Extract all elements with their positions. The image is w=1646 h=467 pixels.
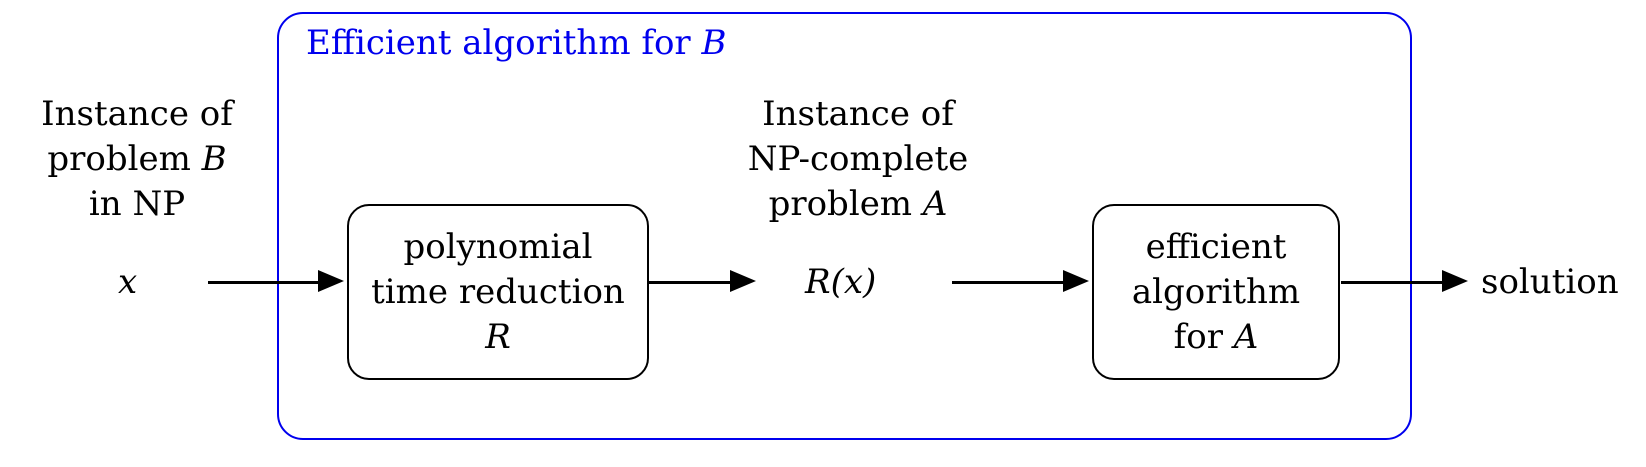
algorithm-line-1: efficient	[1145, 226, 1287, 267]
input-label-line-3: in NP	[88, 184, 186, 224]
input-label-line-2: problem B	[47, 139, 227, 179]
reduction-line-2: time reduction	[371, 271, 625, 312]
outer-box-title-math: B	[701, 23, 727, 63]
middle-label-line-3: problem A	[768, 184, 948, 224]
reduction-line-1: polynomial	[403, 226, 593, 267]
middle-label-line-2: NP-complete	[747, 139, 969, 179]
middle-instance-label: Instance of NP-complete problem A	[692, 92, 1024, 227]
middle-label-line-1: Instance of	[762, 94, 954, 134]
efficient-algorithm-for-a-box: efficient algorithm for A	[1092, 204, 1340, 380]
middle-value-rx: R(x)	[805, 262, 877, 302]
reduction-line-3: R	[485, 316, 511, 357]
input-instance-label: Instance of problem B in NP	[8, 92, 266, 227]
outer-box-title: Efficient algorithm for B	[306, 22, 727, 64]
algorithm-line-3: for A	[1173, 316, 1259, 357]
algorithm-line-2: algorithm	[1131, 271, 1301, 312]
efficient-algorithm-for-b-container	[277, 12, 1412, 440]
input-label-line-1: Instance of	[41, 94, 233, 134]
outer-box-title-text: Efficient algorithm for	[306, 23, 691, 63]
input-value-x: x	[118, 262, 138, 302]
output-solution-label: solution	[1481, 262, 1619, 302]
polynomial-time-reduction-box: polynomial time reduction R	[347, 204, 649, 380]
